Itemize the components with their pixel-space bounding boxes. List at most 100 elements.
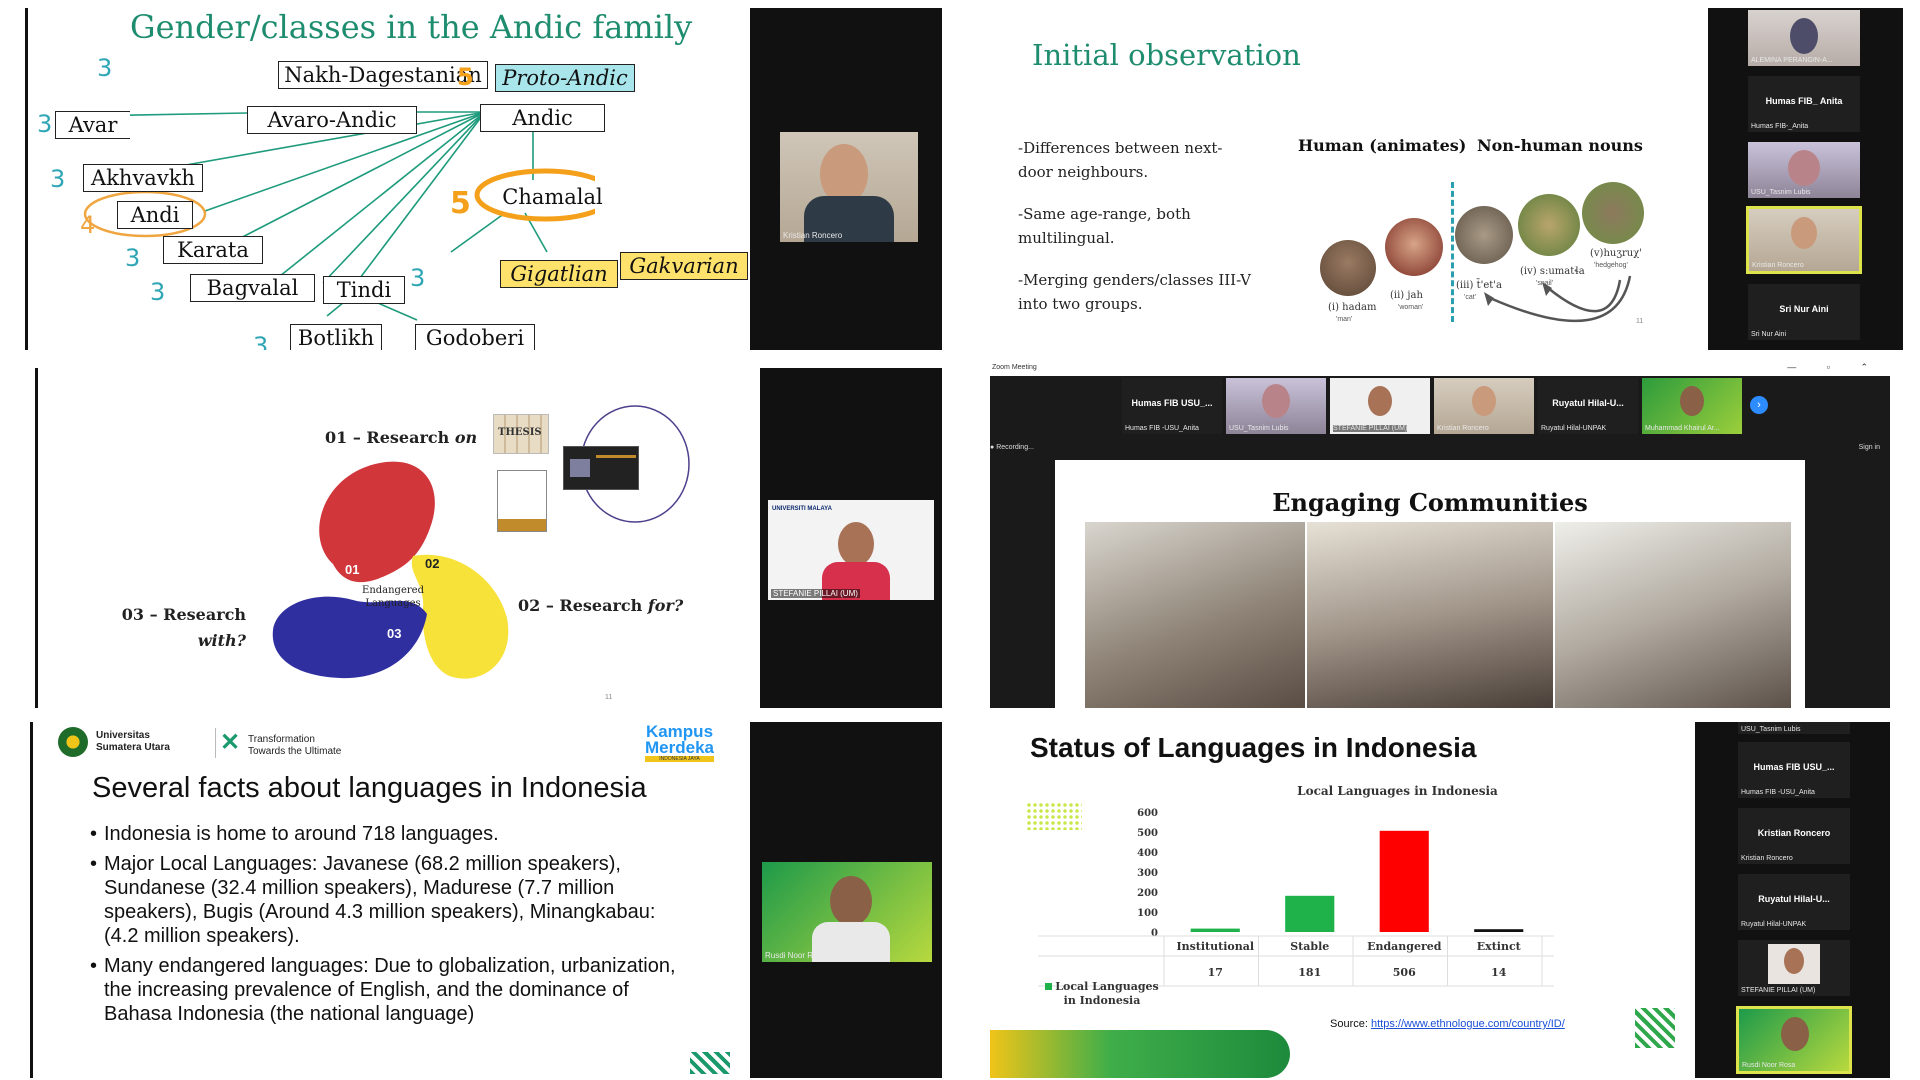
source-line: Source: https://www.ethnologue.com/count…	[1330, 1018, 1565, 1030]
kampus-line1: Kampus	[645, 722, 714, 741]
count-andi: 4	[80, 211, 96, 239]
p6-tile-kristian[interactable]: Kristian Roncero Kristian Roncero	[1738, 808, 1850, 864]
participant-tasnim[interactable]: USU_Tasnim Lubis	[1748, 142, 1860, 198]
count-karata: 3	[125, 244, 141, 272]
transformation-icon: ✕	[220, 729, 241, 756]
speaker-face	[820, 144, 868, 204]
p5-video-rusdi[interactable]: Rusdi Noor Rosa	[762, 862, 932, 962]
value-cell: 14	[1491, 966, 1507, 979]
trans-line1: Transformation	[248, 734, 315, 745]
participant-title: Humas FIB USU_...	[1753, 762, 1835, 772]
pattern-icon	[1635, 1008, 1675, 1048]
research-with-text: 03 – Research	[121, 605, 246, 624]
p1-video-kristian[interactable]: Kristian Roncero	[780, 132, 918, 242]
screenshot-thumb	[570, 459, 590, 477]
participant-face	[1788, 150, 1820, 186]
thesis-image: THESIS	[493, 414, 549, 454]
strip-ruyatul[interactable]: Ruyatul Hilal-U... Ruyatul Hilal-UNPAK	[1538, 378, 1638, 434]
facts-title: Several facts about languages in Indones…	[92, 772, 647, 804]
page-number: 11	[605, 694, 613, 701]
p3-video-stefanie[interactable]: UNIVERSITI MALAYA STEFANIE PILLAI (UM)	[768, 500, 934, 600]
sign-in-link[interactable]: Sign in	[1858, 444, 1880, 451]
participant-title: Sri Nur Aini	[1779, 304, 1829, 314]
bullet-dot: •	[90, 823, 98, 845]
count-tindi: 3	[410, 264, 426, 292]
count-bagvalal: 3	[150, 278, 166, 306]
bar-endangered	[1379, 830, 1429, 932]
bullet-3: -Merging genders/classes III-V into two …	[1018, 271, 1251, 313]
fact-3: •Many endangered languages: Due to globa…	[90, 954, 690, 1026]
participant-sri-nur-aini[interactable]: Sri Nur Aini Sri Nur Aini	[1748, 284, 1860, 340]
fact-2-text: Major Local Languages: Javanese (68.2 mi…	[104, 853, 656, 947]
category-label: Stable	[1290, 940, 1329, 953]
bullet-dot: •	[90, 853, 98, 875]
label-cat: 'cat'	[1464, 294, 1477, 301]
slide-left-border	[35, 368, 38, 708]
speaker-face	[830, 876, 872, 926]
participant-name: USU_Tasnim Lubis	[1751, 189, 1811, 196]
img-hedgehog	[1582, 182, 1644, 244]
node-karata: Karata	[163, 236, 263, 264]
participant-humas-anita[interactable]: Humas FIB_ Anita Humas FIB-_Anita	[1748, 76, 1860, 132]
source-link[interactable]: https://www.ethnologue.com/country/ID/	[1370, 1018, 1565, 1030]
screenshot-line	[596, 455, 636, 458]
img-cat	[1455, 206, 1513, 264]
participant-name: Ruyatul Hilal-UNPAK	[1741, 921, 1807, 928]
strip-muhammad[interactable]: Muhammad Khairul Ar...	[1642, 378, 1742, 434]
label-research-on: 01 – Research on	[325, 428, 477, 447]
participant-name: Sri Nur Aini	[1751, 331, 1787, 338]
research-with-em: with?	[197, 631, 246, 650]
category-label: Endangered	[1367, 940, 1442, 953]
strip-name: USU_Tasnim Lubis	[1229, 425, 1289, 432]
p6-tile-ruyatul[interactable]: Ruyatul Hilal-U... Ruyatul Hilal-UNPAK	[1738, 874, 1850, 930]
participant-name: Humas FIB-_Anita	[1751, 123, 1809, 130]
strip-tasnim[interactable]: USU_Tasnim Lubis	[1226, 378, 1326, 434]
participant-name: Rusdi Noor Rosa	[1742, 1062, 1796, 1069]
zoom-title: Zoom Meeting	[992, 364, 1037, 371]
strip-face	[1262, 384, 1290, 418]
count-proto: 5	[457, 63, 474, 91]
participant-kristian-active[interactable]: Kristian Roncero	[1746, 206, 1862, 274]
usu-logo-icon	[58, 727, 88, 757]
strip-face	[1368, 386, 1392, 416]
strip-humas[interactable]: Humas FIB USU_... Humas FIB -USU_Anita	[1122, 378, 1222, 434]
thesis-text: THESIS	[498, 427, 542, 438]
strip-kristian[interactable]: Kristian Roncero	[1434, 378, 1534, 434]
participant-name: Kristian Roncero	[1752, 262, 1804, 269]
window-controls[interactable]: — ▫ ⌃	[1787, 362, 1882, 372]
node-akhvavkh: Akhvavkh	[83, 164, 203, 192]
shape-num-02: 02	[425, 556, 440, 571]
participant-alemina[interactable]: ALEMINA PERANGIN-A...	[1748, 10, 1860, 66]
strip-next-button[interactable]: ›	[1750, 396, 1768, 414]
page-number: 11	[1636, 318, 1644, 325]
node-botlikh: Botlikh	[290, 324, 382, 350]
node-tindi: Tindi	[323, 276, 405, 304]
y-tick-label: 100	[1137, 908, 1158, 919]
chart-title: Local Languages in Indonesia	[1297, 784, 1498, 798]
research-on-text: 01 – Research	[325, 428, 450, 447]
col-human: Human (animates)	[1298, 136, 1467, 155]
recording-indicator[interactable]: ● Recording...	[990, 444, 1034, 451]
bar-extinct	[1474, 929, 1524, 932]
strip-stefanie[interactable]: STEFANIE PILLAI (UM)	[1330, 378, 1430, 434]
node-gakvarian-box: Gakvarian	[620, 252, 748, 280]
slide-left-border	[25, 8, 28, 350]
slide-left-border	[30, 722, 33, 1078]
label-research-with: 03 – Research with?	[120, 602, 246, 654]
label-jah: (ii) jah	[1390, 290, 1423, 301]
p6-tile-humas[interactable]: Humas FIB USU_... Humas FIB -USU_Anita	[1738, 742, 1850, 798]
p6-tile-rusdi-active[interactable]: Rusdi Noor Rosa	[1736, 1006, 1852, 1074]
photo-2	[1307, 522, 1553, 708]
fact-1-text: Indonesia is home to around 718 language…	[104, 823, 499, 845]
p6-tile-tasnim[interactable]: USU_Tasnim Lubis	[1738, 722, 1850, 734]
y-tick-label: 500	[1137, 828, 1158, 839]
slide-title: Gender/classes in the Andic family	[130, 8, 693, 46]
logo-divider	[215, 728, 216, 758]
table-legend: Local Languages in Indonesia	[1038, 980, 1166, 1008]
node-bagvalal: Bagvalal	[190, 274, 315, 302]
p6-tile-stefanie[interactable]: STEFANIE PILLAI (UM)	[1738, 940, 1850, 996]
p6-participant-column: USU_Tasnim Lubis Humas FIB USU_... Humas…	[1695, 722, 1890, 1078]
tree-lines	[82, 111, 595, 321]
count-akhvavkh: 3	[50, 165, 66, 193]
center-label: Endangered Languages	[362, 585, 424, 609]
